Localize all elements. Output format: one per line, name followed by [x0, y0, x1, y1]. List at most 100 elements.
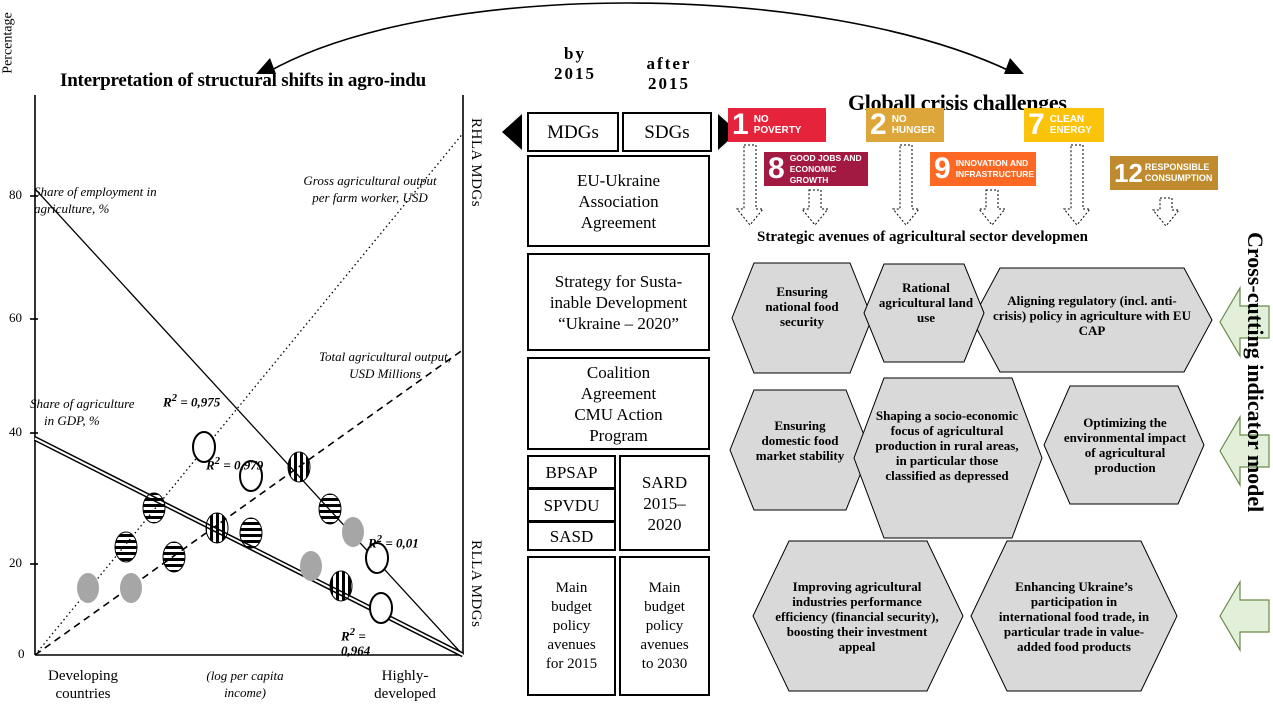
arrow-left-head: [502, 114, 522, 150]
sdg-1-line-2: POVERTY: [753, 125, 802, 136]
note-gdp-share: Share of agriculture: [30, 396, 135, 411]
chart-marker-15: [369, 592, 393, 624]
budget-2030-box: Main budget policy avenues to 2030: [619, 556, 710, 696]
hex-text-environment: Optimizing the environmental impact of a…: [1063, 415, 1187, 475]
hex-text-efficiency: Improving agricultural industries perfor…: [775, 578, 939, 654]
sdg-7-number: 7: [1028, 108, 1045, 141]
x-label-developing: Developing countries: [48, 668, 118, 702]
header-by-word: by: [564, 44, 586, 63]
chart-marker-7: [192, 431, 216, 463]
budget-2015-line-4: avenues: [547, 636, 596, 653]
sdg-8-number: 8: [768, 152, 785, 185]
r2-gdp-label: R2 = 0,975: [163, 392, 221, 410]
chart-marker-3: [114, 531, 138, 563]
crosscut-title: Cross-cutting indicator model: [1243, 232, 1268, 513]
hex-efficiency: [752, 540, 964, 692]
tick-label-60: 60: [9, 310, 22, 325]
rlla-label: RLLA MDGs: [468, 540, 484, 628]
budget-2030-line-2: budget: [644, 598, 685, 615]
header-by: by 2015: [540, 44, 610, 84]
chart-marker-4: [142, 492, 166, 524]
sdg-7-line-1: CLEAN: [1049, 114, 1085, 125]
sdg-7-line-2: ENERGY: [1049, 125, 1092, 136]
mdgs-box: MDGs: [527, 112, 619, 152]
tick-label-40: 40: [9, 424, 22, 439]
sdg-1-number: 1: [732, 108, 749, 141]
chart-marker-5: [205, 512, 229, 544]
tick-label-80: 80: [9, 187, 22, 202]
sdg-12-number: 12: [1114, 158, 1143, 188]
hex-socio-economic: [853, 377, 1043, 539]
down-arrow-1: [800, 189, 830, 226]
hex-text-food-security: Ensuring national food security: [765, 283, 839, 329]
hex-trade: [970, 540, 1178, 692]
sdg-2-line-2: HUNGER: [891, 125, 936, 136]
hex-environment: [1043, 385, 1205, 505]
header-after: after 2015: [628, 54, 710, 94]
chart-marker-11: [342, 517, 364, 547]
header-after-year: 2015: [648, 74, 690, 93]
bpsap-box: BPSAP: [527, 455, 616, 489]
sdg-9-line-1: INNOVATION AND: [955, 158, 1029, 168]
sard-box: SARD 2015– 2020: [619, 455, 710, 551]
note-employment: Share of employment in agriculture, %: [34, 184, 157, 216]
sdg-9-line-2: INFRASTRUCTURE: [955, 169, 1035, 179]
hex-text-socio-economic: Shaping a socio-economic focus of agricu…: [875, 407, 1019, 483]
sdg-8-line-2: ECONOMIC GROWTH: [789, 163, 837, 185]
budget-2015-line-2: budget: [551, 598, 592, 615]
hex-market-stability: [729, 389, 871, 511]
sard-line-3: 2020: [647, 514, 682, 534]
chart-canvas: [30, 95, 465, 658]
strategy-line-2: inable Development: [549, 292, 688, 312]
r2-bottom-value: 0,964: [341, 643, 371, 658]
top-curve: [267, 2, 1013, 73]
strategy-line-3: “Ukraine – 2020”: [558, 313, 679, 333]
coalition-line-4: Program: [589, 425, 648, 445]
r2-emp-label: R2 = 0,01: [368, 533, 419, 551]
header-after-word: after: [646, 54, 692, 73]
chart-marker-9: [287, 451, 311, 483]
down-arrow-2: [891, 144, 921, 226]
x-label-developed: Highly-developed: [374, 668, 436, 702]
sdg-1-line-1: NO: [753, 114, 769, 125]
sard-line-1: SARD: [641, 472, 688, 492]
curve-arrowhead-right: [1004, 58, 1024, 74]
strategy-box: Strategy for Susta- inable Development “…: [527, 253, 710, 351]
hex-text-market-stability: Ensuring domestic food market stability: [755, 417, 845, 463]
series-line-2: [34, 349, 464, 656]
down-arrow-4: [1062, 144, 1092, 226]
spvdu-box: SPVDU: [527, 488, 616, 522]
chart-marker-0: [77, 573, 99, 603]
r2-output-label: R2 = 0,979: [206, 455, 264, 473]
coalition-box: Coalition Agreement CMU Action Program: [527, 357, 710, 450]
chart-marker-13: [329, 570, 353, 602]
chart-marker-12: [300, 551, 322, 581]
chart-marker-6: [239, 517, 263, 549]
note-output-per-worker: Gross agricultural output per farm worke…: [303, 173, 437, 205]
series-line-0: [34, 188, 464, 656]
budget-2030-line-5: to 2030: [641, 655, 688, 672]
side-arrow-0: [1219, 285, 1270, 359]
sdg-12-line-2: CONSUMPTION: [1144, 173, 1213, 183]
hex-food-security: [731, 262, 873, 374]
side-arrow-1: [1219, 414, 1270, 488]
budget-2015-box: Main budget policy avenues for 2015: [527, 556, 616, 696]
chart-marker-1: [120, 573, 142, 603]
chart-marker-2: [162, 541, 186, 573]
chart-marker-8: [239, 460, 263, 492]
note-gdp-share-2: in GDP, %: [44, 413, 100, 428]
tick-label-0: 0: [18, 646, 25, 661]
sasd-box: SASD: [527, 521, 616, 551]
sdgs-box: SDGs: [622, 112, 712, 152]
chart-title: Interpretation of structural shifts in a…: [60, 70, 427, 91]
avenues-title: Strategic avenues of agricultural sector…: [757, 229, 1088, 245]
